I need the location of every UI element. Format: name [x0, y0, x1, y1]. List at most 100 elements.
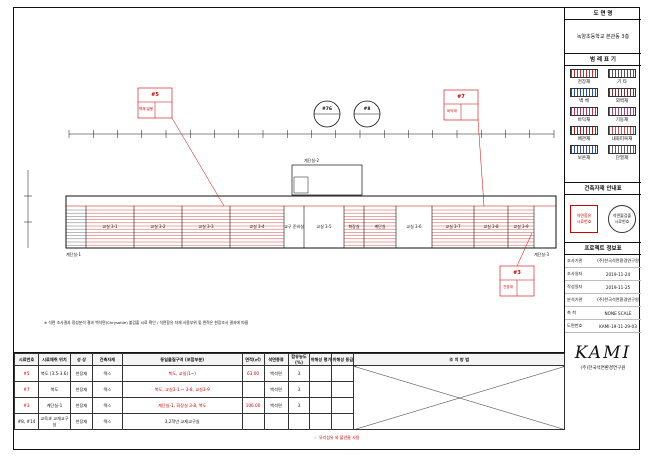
stair-label: 계단실-2 [304, 157, 319, 163]
legend-swatch [570, 88, 598, 97]
table-cell [353, 365, 565, 430]
table-cell: 3 [287, 365, 311, 382]
marker-number: #7 [457, 94, 465, 100]
marker-number: #5 [151, 92, 159, 98]
legend-item: 천장재 [569, 69, 599, 85]
room-label: 교실 3-8 [483, 223, 499, 229]
table-cell [287, 413, 311, 430]
room-label: 교실 3-2 [150, 223, 166, 229]
info-value: 2019-11-25 [605, 284, 631, 290]
table-cell: 3,2학년 교재교구실 [121, 413, 243, 430]
info-key: 분석기관 [567, 297, 583, 302]
table-cell: #3 [14, 397, 39, 414]
stamp-label: 석면불검출 [612, 212, 632, 218]
legend-swatch [608, 126, 636, 135]
table-cell: #5 [14, 365, 39, 382]
circle-label: #76 [322, 106, 332, 112]
table-cell [331, 381, 355, 398]
drawing-name-title: 도 면 명 [565, 8, 641, 20]
legend-label: 내화피복재 [611, 137, 633, 142]
stair-label: 계단실-3 [534, 251, 549, 257]
info-key: 도면번호 [567, 323, 583, 328]
info-value: KAMI-19-11-29-03 [599, 323, 637, 329]
table-cell [309, 413, 333, 430]
legend-swatch [608, 88, 636, 97]
legend-swatch [570, 126, 598, 135]
table-cell [309, 397, 333, 414]
info-value: (주)한국석면환경연구원 [597, 297, 639, 302]
legend-item: 벽 체 [569, 88, 599, 104]
table-cell: 천장재 [69, 397, 93, 414]
plan-note: ※ 석면 조사결과 정성분석 결과 백석면(Chrysotile) 불검출 시료… [44, 320, 249, 325]
room-label: 계단실 [374, 223, 385, 229]
marker-label: 천장재 [503, 284, 513, 289]
table-cell: 3 [287, 381, 311, 398]
project-info-row: 분석기관 (주)한국석면환경연구원 [565, 294, 641, 307]
room-label: 교실 3-7 [445, 223, 461, 229]
stamp-sub: 시료번호 [576, 218, 592, 224]
info-value: (주)한국석면환경연구원 [597, 258, 639, 263]
room-label: 교실 3-6 [406, 223, 422, 229]
table-cell: 텍스 [91, 381, 123, 398]
legend-label: 기둥재 [615, 118, 629, 123]
legend-item: 배관재 [569, 126, 599, 142]
room-label: 교구 준비실 [284, 223, 304, 229]
info-key: 축 척 [567, 310, 577, 315]
company-name: (주)한국석면환경연구원 [580, 366, 626, 371]
table-header-cell: 성 상 [69, 353, 93, 366]
room-label: 교실 3-4 [249, 223, 265, 229]
table-cell: 텍스 [91, 413, 123, 430]
table-cell: 천장재 [69, 381, 93, 398]
table-cell: #7 [14, 381, 39, 398]
table-cell: 천장재 [69, 413, 93, 430]
table-cell: #8, #14 [14, 413, 39, 430]
legend-swatch [570, 69, 598, 78]
table-cell: 텍스 [91, 397, 123, 414]
table-cell [331, 397, 355, 414]
table-cell [263, 413, 289, 430]
stamp-label: 석면함유 [576, 212, 592, 218]
legend-swatch [608, 69, 636, 78]
table-header-cell: 조 치 방 법 [353, 353, 565, 366]
table-header-cell: 면적(㎡) [241, 353, 265, 366]
room-label: 교실 3-1 [102, 223, 118, 229]
building-outline [65, 195, 557, 249]
stamp-area: 석면함유 시료번호 석면불검출 시료번호 [565, 195, 641, 243]
stamp-sub: 시료번호 [614, 218, 630, 224]
kami-logo: KAMI [574, 343, 632, 363]
room-label: 화장실 [348, 223, 359, 229]
stamp-asbestos: 석면함유 시료번호 [570, 204, 598, 233]
project-info-row: 도면번호 KAMI-19-11-29-03 [565, 320, 641, 333]
stamp-none: 석면불검출 시료번호 [608, 204, 636, 233]
project-info-row: 조사기관(주)한국석면환경연구원 [565, 255, 641, 268]
table-header-cell: 함유농도(%) [287, 353, 311, 366]
legend-swatch [608, 107, 636, 116]
table-cell: 복도 [37, 381, 71, 398]
legend-item: 내화피복재 [607, 126, 637, 142]
table-cell: 복도 (3.5-3.6) [37, 365, 71, 382]
table-cell: 106.00 [241, 397, 265, 414]
table-cell [241, 413, 265, 430]
legend-swatch [570, 107, 598, 116]
table-header-cell: 시료채취 위치 [37, 353, 71, 366]
marker-label: 벽체 밀봉 [139, 106, 154, 111]
table-cell [241, 381, 265, 398]
table-cell: 계단실-1, 화장실 3-8, 복도 [121, 397, 243, 414]
table-cell: 텍스 [91, 365, 123, 382]
table-header-cell: 건축자재 [91, 353, 123, 366]
room-label: 교실 3-5 [316, 223, 332, 229]
table-header-cell: 위해성 평가 [309, 353, 333, 366]
legend-label: 단열재 [615, 156, 629, 161]
table-red-note: ☞ 유리섬유 외 불연물 사용 [314, 435, 360, 440]
